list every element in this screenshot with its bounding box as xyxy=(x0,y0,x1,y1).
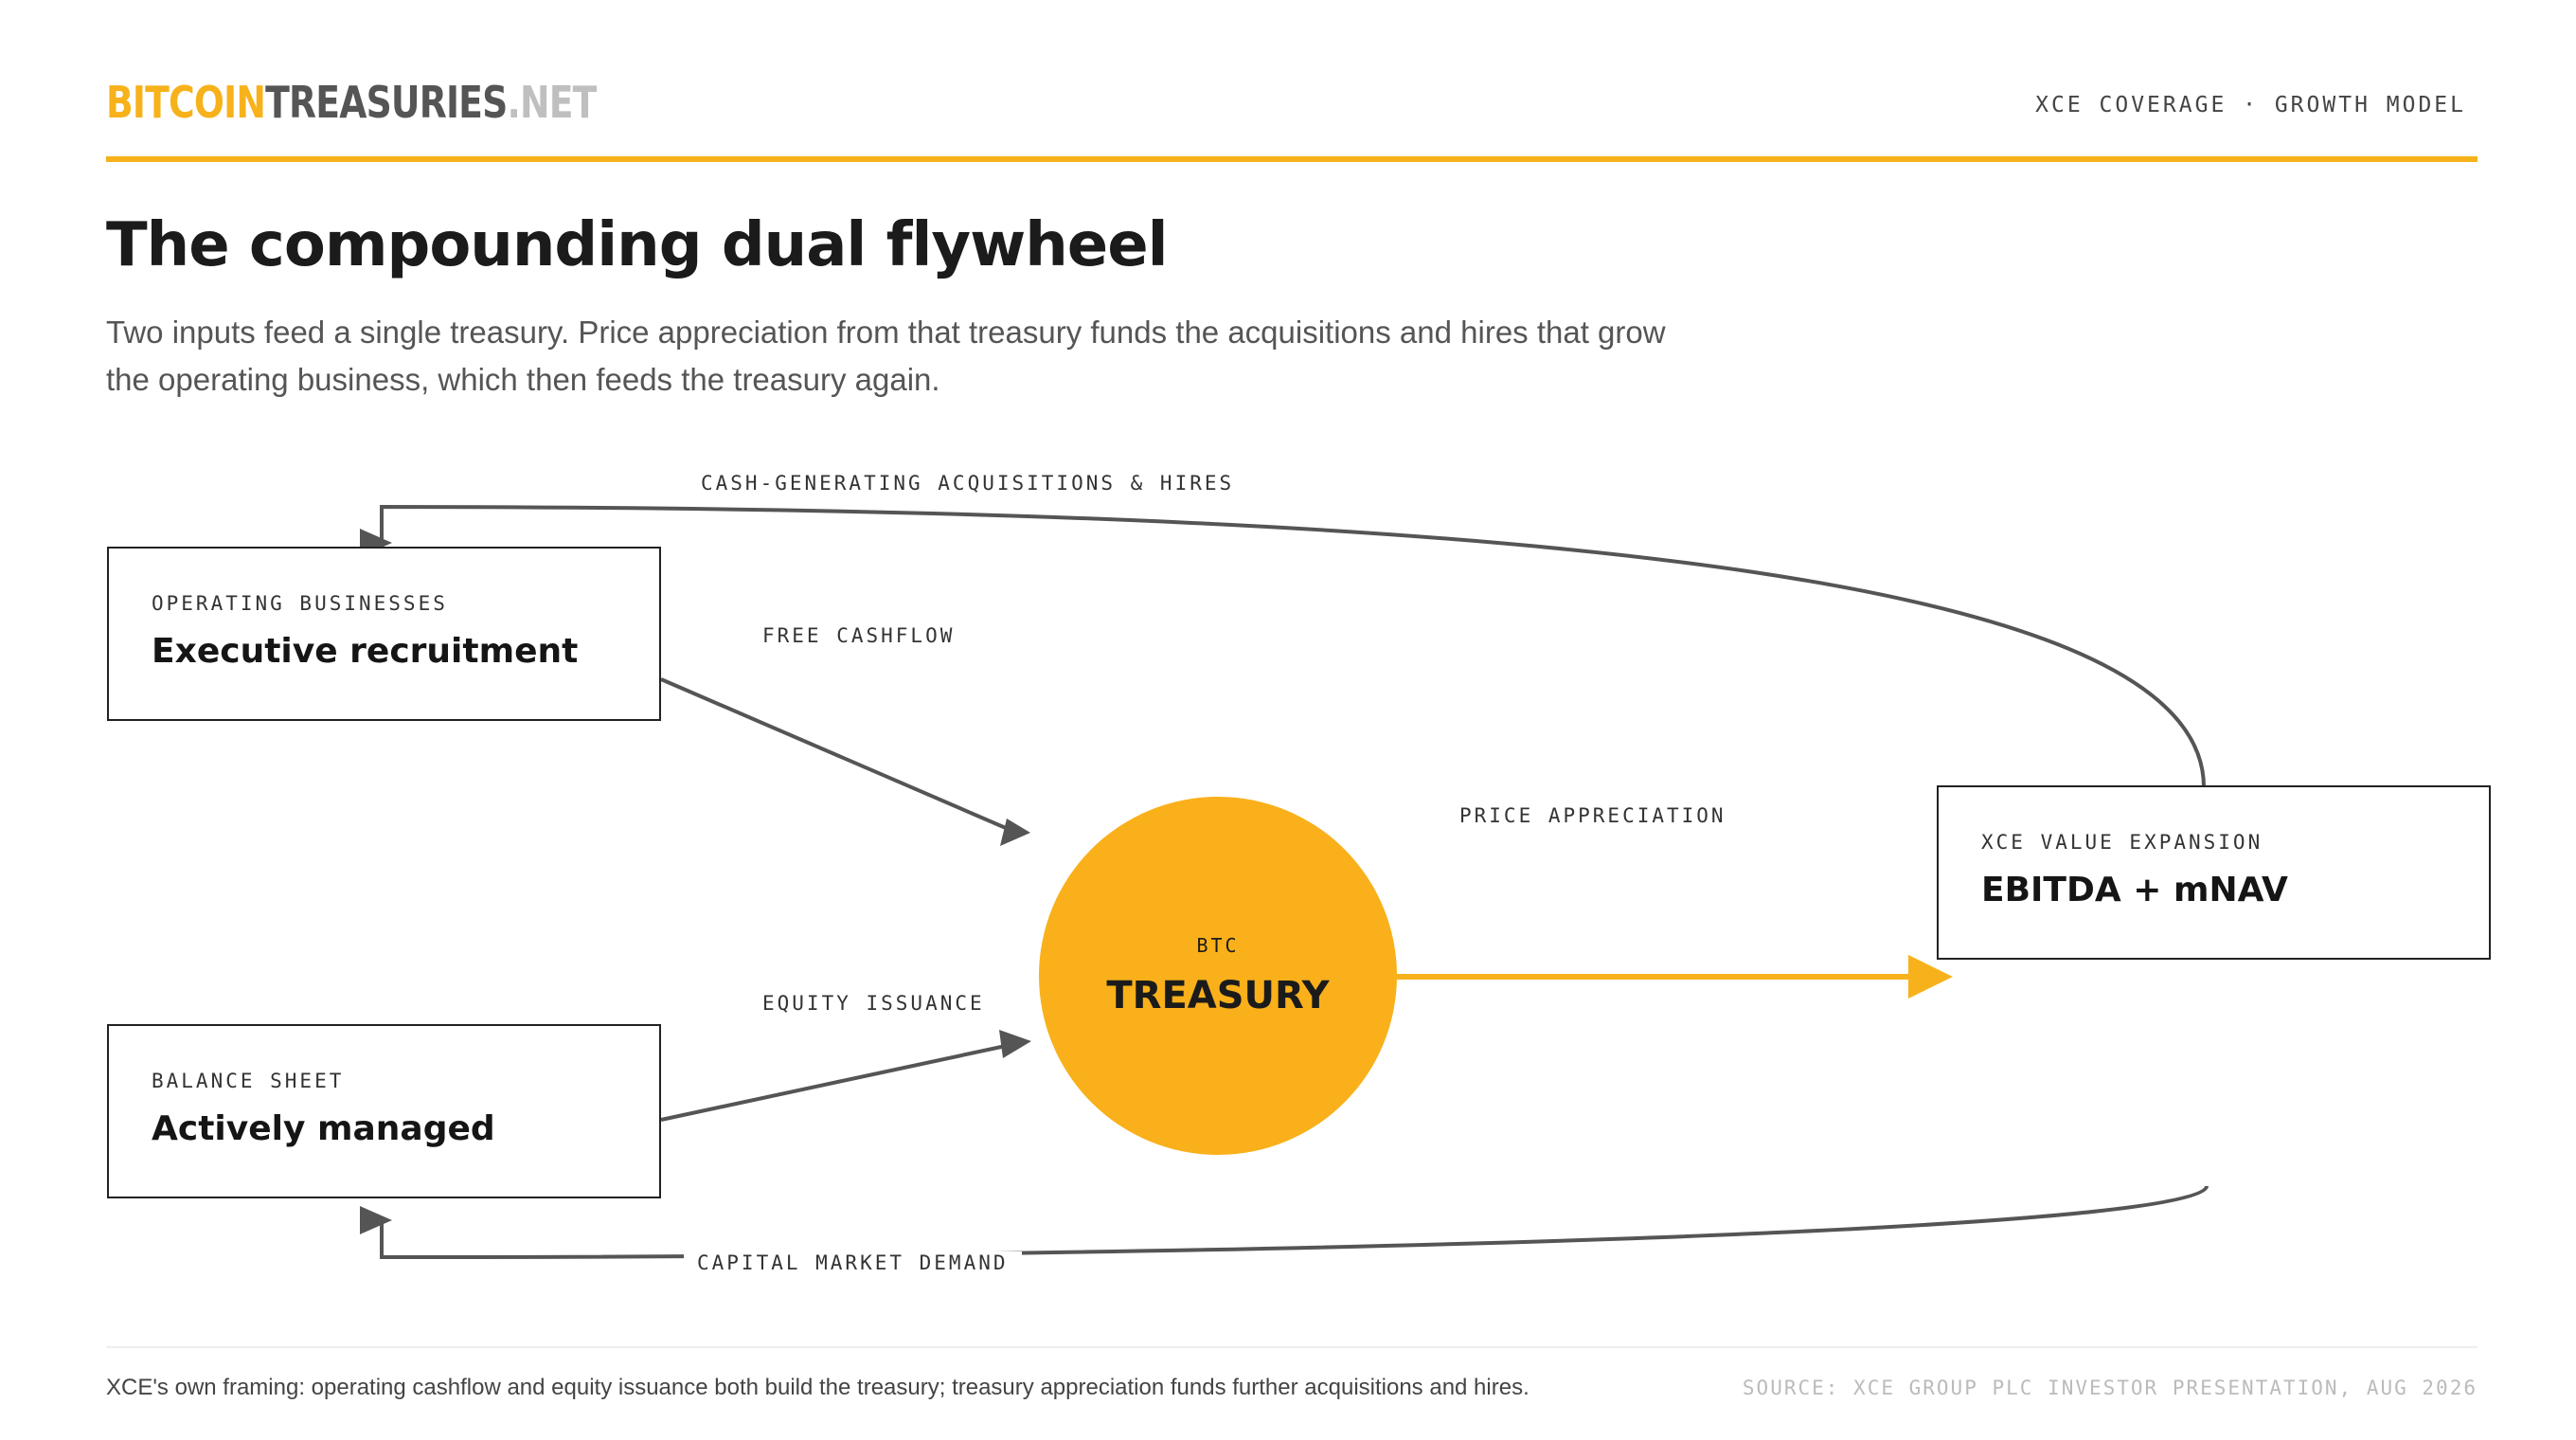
node-value-expansion: XCE VALUE EXPANSION EBITDA + mNAV xyxy=(1937,785,2491,960)
flow-label-capital-demand: CAPITAL MARKET DEMAND xyxy=(684,1251,1022,1274)
node-kicker: OPERATING BUSINESSES xyxy=(152,592,448,615)
node-kicker: XCE VALUE EXPANSION xyxy=(1981,831,2263,854)
node-operating-businesses: OPERATING BUSINESSES Executive recruitme… xyxy=(107,547,661,721)
flow-label-equity-issuance: EQUITY ISSUANCE xyxy=(762,992,985,1015)
node-name: Actively managed xyxy=(152,1109,495,1148)
free-cashflow-connector xyxy=(660,677,1007,830)
flow-label-price-appreciation: PRICE APPRECIATION xyxy=(1459,804,1726,827)
treasury-name: TREASURY xyxy=(1106,974,1330,1017)
flow-label-free-cashflow: FREE CASHFLOW xyxy=(762,624,956,647)
page-subtitle: Two inputs feed a single treasury. Price… xyxy=(106,315,1666,397)
node-balance-sheet: BALANCE SHEET Actively managed xyxy=(107,1024,661,1198)
page-title: The compounding dual flywheel xyxy=(106,210,1169,280)
acquisitions-connector xyxy=(380,504,2206,788)
equity-issuance-arrowhead xyxy=(999,1030,1031,1058)
node-kicker: BALANCE SHEET xyxy=(152,1070,345,1092)
capital-demand-arrowhead xyxy=(360,1206,392,1234)
brand-logo-part-bitcoin: BITCOIN xyxy=(106,77,266,128)
footer-rule xyxy=(106,1346,2478,1348)
header-rule xyxy=(106,156,2478,162)
node-name: Executive recruitment xyxy=(152,632,579,671)
treasury-kicker: BTC xyxy=(1196,934,1240,957)
node-btc-treasury: BTC TREASURY xyxy=(1039,797,1397,1155)
node-name: EBITDA + mNAV xyxy=(1981,871,2288,909)
flow-label-acquisitions: CASH-GENERATING ACQUISITIONS & HIRES xyxy=(695,472,1241,495)
brand-logo: BITCOINTREASURIES.NET xyxy=(106,76,597,129)
price-appreciation-arrowhead xyxy=(1908,955,1953,999)
brand-logo-part-treasuries: TREASURIES xyxy=(265,77,508,128)
footer-note: XCE's own framing: operating cashflow an… xyxy=(106,1375,1530,1400)
free-cashflow-arrowhead xyxy=(1000,819,1030,846)
footer-source: SOURCE: XCE GROUP PLC INVESTOR PRESENTAT… xyxy=(1742,1377,2478,1399)
equity-issuance-connector xyxy=(660,1044,1007,1122)
brand-logo-part-net: .NET xyxy=(507,77,597,128)
header-tag: XCE COVERAGE · GROWTH MODEL xyxy=(2035,93,2466,117)
